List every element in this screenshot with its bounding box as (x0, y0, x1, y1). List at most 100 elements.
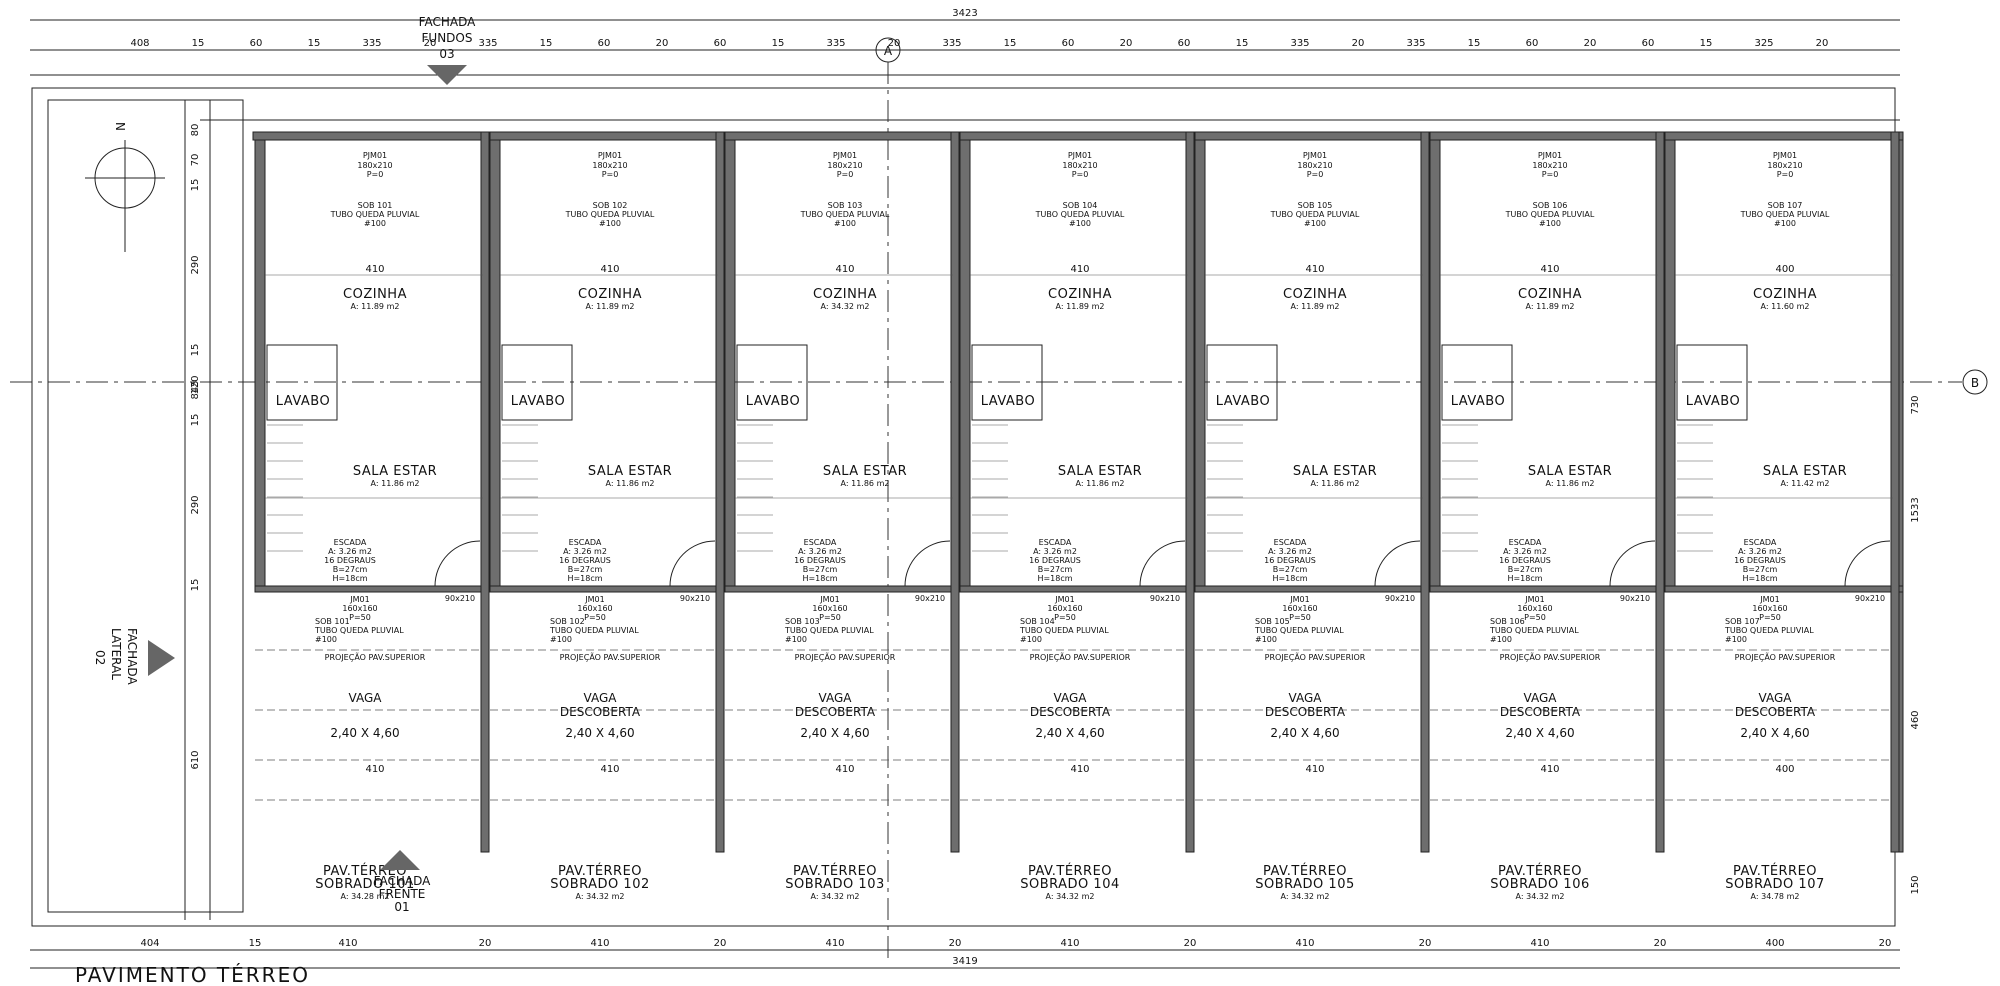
bottom-dim-label: 15 (249, 938, 262, 949)
bottom-dim-label: 20 (1654, 938, 1667, 949)
svg-text:PROJEÇÃO PAV.SUPERIOR: PROJEÇÃO PAV.SUPERIOR (1030, 652, 1131, 662)
rear-wall (1664, 131, 1904, 141)
svg-text:16 DEGRAUS: 16 DEGRAUS (1734, 556, 1786, 565)
top-dim-label: 15 (772, 38, 785, 49)
svg-text:PROJEÇÃO PAV.SUPERIOR: PROJEÇÃO PAV.SUPERIOR (560, 652, 661, 662)
svg-text:P=0: P=0 (602, 170, 619, 179)
party-wall (254, 131, 266, 593)
svg-text:LATERAL: LATERAL (109, 628, 123, 680)
svg-text:H=18cm: H=18cm (332, 574, 367, 583)
svg-text:TUBO QUEDA PLUVIAL: TUBO QUEDA PLUVIAL (1489, 626, 1579, 635)
svg-text:SOB 103: SOB 103 (785, 617, 820, 626)
svg-text:PROJEÇÃO PAV.SUPERIOR: PROJEÇÃO PAV.SUPERIOR (795, 652, 896, 662)
room-cozinha: COZINHA (1753, 287, 1817, 302)
svg-text:JM01: JM01 (819, 595, 839, 604)
svg-text:410: 410 (365, 264, 384, 275)
svg-text:ESCADA: ESCADA (804, 538, 837, 547)
left-dimension-chain (184, 100, 211, 920)
svg-text:A: 11.42 m2: A: 11.42 m2 (1781, 479, 1830, 488)
bottom-dim-label: 410 (1060, 938, 1079, 949)
svg-text:B=27cm: B=27cm (1273, 565, 1308, 574)
room-cozinha: COZINHA (1518, 287, 1582, 302)
svg-text:PAV.TÉRREO: PAV.TÉRREO (1498, 863, 1582, 879)
front-wall (1429, 585, 1669, 593)
svg-text:FRENTE: FRENTE (379, 887, 426, 901)
svg-text:ESCADA: ESCADA (334, 538, 367, 547)
front-wall (1194, 585, 1434, 593)
party-wall (1664, 131, 1676, 593)
svg-text:PJM01: PJM01 (1538, 151, 1562, 160)
left-dim-label: 290 (190, 495, 201, 514)
svg-text:PAV.TÉRREO: PAV.TÉRREO (1028, 863, 1112, 879)
svg-text:A: 3.26 m2: A: 3.26 m2 (328, 547, 372, 556)
stair (1442, 424, 1478, 552)
svg-text:410: 410 (1305, 764, 1324, 775)
svg-text:SOB 107: SOB 107 (1725, 617, 1760, 626)
svg-text:410: 410 (600, 764, 619, 775)
parking-label: VAGA (819, 691, 853, 705)
svg-text:ESCADA: ESCADA (1744, 538, 1777, 547)
bottom-dim-label: 20 (714, 938, 727, 949)
svg-text:A: 3.26 m2: A: 3.26 m2 (1503, 547, 1547, 556)
bottom-dim-label: 410 (338, 938, 357, 949)
svg-text:160x160: 160x160 (342, 604, 377, 613)
svg-text:A: 3.26 m2: A: 3.26 m2 (1268, 547, 1312, 556)
svg-text:PJM01: PJM01 (833, 151, 857, 160)
svg-text:16 DEGRAUS: 16 DEGRAUS (1264, 556, 1316, 565)
svg-text:A: 11.86 m2: A: 11.86 m2 (841, 479, 890, 488)
room-sala-estar: SALA ESTAR (1293, 464, 1377, 479)
bottom-dim-label: 410 (825, 938, 844, 949)
lot-divider (1185, 131, 1195, 853)
top-dim-label: 335 (1406, 38, 1425, 49)
room-cozinha: COZINHA (813, 287, 877, 302)
svg-text:TUBO QUEDA PLUVIAL: TUBO QUEDA PLUVIAL (800, 210, 890, 219)
lavabo-box (736, 344, 808, 421)
right-dim-label: 150 (1910, 875, 1921, 894)
top-dim-label: 60 (250, 38, 263, 49)
parking-label: VAGA (1524, 691, 1558, 705)
svg-text:TUBO QUEDA PLUVIAL: TUBO QUEDA PLUVIAL (1019, 626, 1109, 635)
svg-text:PAV.TÉRREO: PAV.TÉRREO (793, 863, 877, 879)
svg-text:160x160: 160x160 (812, 604, 847, 613)
rear-wall (489, 131, 729, 141)
bottom-dim-label: 410 (590, 938, 609, 949)
svg-text:PROJEÇÃO PAV.SUPERIOR: PROJEÇÃO PAV.SUPERIOR (1500, 652, 1601, 662)
party-wall (724, 131, 736, 593)
top-dim-label: 15 (192, 38, 205, 49)
svg-text:JM01: JM01 (1524, 595, 1544, 604)
top-dim-label: 15 (540, 38, 553, 49)
svg-text:#100: #100 (599, 219, 621, 228)
unit-area: A: 34.32 m2 (1046, 892, 1095, 901)
svg-text:02: 02 (93, 650, 107, 665)
room-sala-estar: SALA ESTAR (1058, 464, 1142, 479)
parking-label: VAGA (349, 691, 383, 705)
svg-text:SOB 104: SOB 104 (1020, 617, 1055, 626)
top-dim-label: 335 (478, 38, 497, 49)
parking-label: VAGA (584, 691, 618, 705)
left-dim-label: 610 (190, 750, 201, 769)
svg-text:SOB 104: SOB 104 (1063, 201, 1098, 210)
svg-text:16 DEGRAUS: 16 DEGRAUS (1029, 556, 1081, 565)
svg-text:TUBO QUEDA PLUVIAL: TUBO QUEDA PLUVIAL (330, 210, 420, 219)
top-dim-label: 408 (130, 38, 149, 49)
svg-text:A: 11.86 m2: A: 11.86 m2 (1311, 479, 1360, 488)
svg-text:A: 3.26 m2: A: 3.26 m2 (798, 547, 842, 556)
svg-text:90x210: 90x210 (1150, 594, 1180, 603)
svg-text:FACHADA: FACHADA (125, 628, 139, 685)
top-dim-label: 15 (1468, 38, 1481, 49)
bottom-dim-label: 404 (140, 938, 159, 949)
svg-text:#100: #100 (834, 219, 856, 228)
svg-text:H=18cm: H=18cm (1507, 574, 1542, 583)
svg-text:ESCADA: ESCADA (569, 538, 602, 547)
svg-text:PROJEÇÃO PAV.SUPERIOR: PROJEÇÃO PAV.SUPERIOR (1735, 652, 1836, 662)
svg-text:90x210: 90x210 (1620, 594, 1650, 603)
unit-area: A: 34.32 m2 (576, 892, 625, 901)
room-lavabo: LAVABO (1686, 394, 1740, 409)
unit-name: SOBRADO 106 (1490, 877, 1590, 892)
right-dim-label: 730 (1910, 395, 1921, 414)
left-dim-label: 290 (190, 255, 201, 274)
svg-text:180x210: 180x210 (1297, 161, 1332, 170)
svg-text:PJM01: PJM01 (1068, 151, 1092, 160)
